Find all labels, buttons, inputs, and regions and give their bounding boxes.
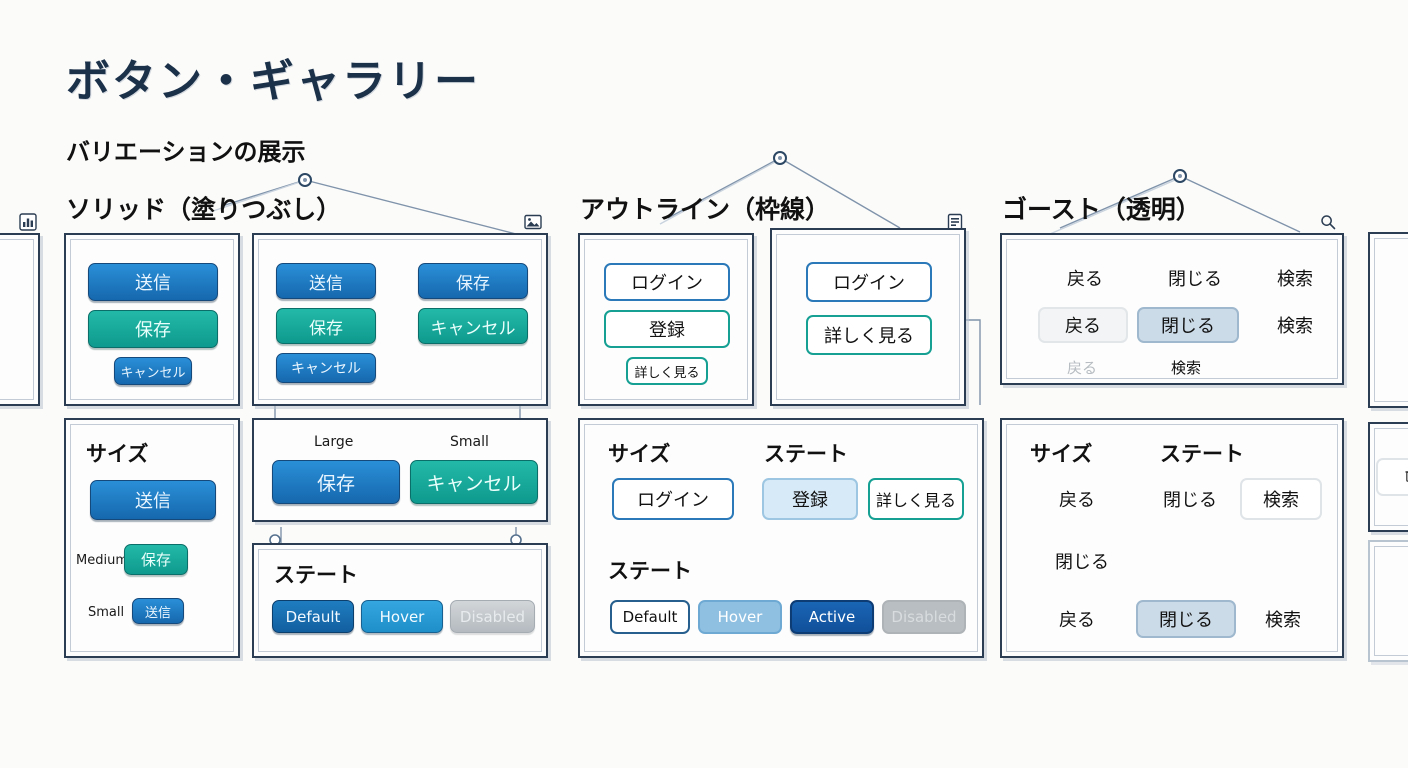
- card-title-size-solid: サイズ: [86, 443, 149, 466]
- button-register[interactable]: 登録: [604, 310, 730, 348]
- button-large-save[interactable]: 保存: [272, 460, 400, 504]
- label-large: Large: [314, 434, 354, 450]
- button-save-2[interactable]: 保存: [276, 308, 376, 344]
- chart-icon: [18, 212, 37, 231]
- label-small: Small: [88, 605, 125, 620]
- button-ghost-state-close[interactable]: 閉じる: [1136, 600, 1236, 638]
- button-ghost-state-back[interactable]: 戻る: [1059, 610, 1095, 631]
- card-title-size-outline: サイズ: [608, 443, 671, 466]
- button-ghost-search[interactable]: 検索: [1277, 269, 1313, 290]
- button-outline-active[interactable]: Active: [790, 600, 874, 634]
- button-ghost-back-soft[interactable]: 戻る: [1038, 307, 1128, 343]
- button-ghost-size-close[interactable]: 閉じる: [1163, 490, 1217, 511]
- button-ghost-search-2[interactable]: 検索: [1277, 316, 1313, 337]
- card-solid-basic: 送信 保存 キャンセル: [64, 233, 240, 406]
- search-icon: [1318, 212, 1337, 231]
- button-outline-disabled: Disabled: [882, 600, 966, 634]
- button-state-hover[interactable]: Hover: [361, 600, 443, 633]
- button-ghost-size-search[interactable]: 検索: [1240, 478, 1322, 520]
- document-icon: [945, 212, 964, 231]
- button-outline-state-details[interactable]: 詳しく見る: [868, 478, 964, 520]
- label-small-2: Small: [450, 434, 489, 450]
- label-medium: Medium: [76, 553, 128, 568]
- card-solid-size: サイズ 送信 Medium 保存 Small 送信: [64, 418, 240, 658]
- card-title-state-outline: ステート: [608, 560, 692, 583]
- button-details[interactable]: 詳しく見る: [626, 357, 708, 385]
- card-offscreen-right-3: [1368, 540, 1408, 662]
- button-size-large-send[interactable]: 送信: [90, 480, 216, 520]
- button-ghost-search-3[interactable]: 検索: [1170, 358, 1201, 377]
- card-title-state-ghost: ステート: [1160, 443, 1244, 466]
- button-details-2[interactable]: 詳しく見る: [806, 315, 932, 355]
- section-title-ghost: ゴースト（透明）: [1002, 196, 1201, 224]
- button-save-3[interactable]: 保存: [418, 263, 528, 299]
- card-solid-state: ステート Default Hover Disabled: [252, 543, 548, 658]
- button-login[interactable]: ログイン: [604, 263, 730, 301]
- button-ghost-close-2[interactable]: 閉じる: [1055, 552, 1109, 573]
- card-outline-large: ログイン 詳しく見る: [770, 228, 966, 406]
- button-outline-state-register[interactable]: 登録: [762, 478, 858, 520]
- card-ghost-basic: 戻る 閉じる 検索 戻る 閉じる 検索 戻る 検索: [1000, 233, 1344, 385]
- button-ghost-close-tint[interactable]: 閉じる: [1137, 307, 1239, 343]
- button-small-cancel[interactable]: キャンセル: [410, 460, 538, 504]
- card-title-state-solid: ステート: [274, 564, 358, 587]
- card-title-size-ghost: サイズ: [1030, 443, 1093, 466]
- button-state-disabled: Disabled: [450, 600, 535, 633]
- button-size-medium-save[interactable]: 保存: [124, 544, 188, 575]
- page-subtitle: バリエーションの展示: [66, 139, 306, 166]
- button-ghost-back-disabled: 戻る: [1066, 358, 1097, 377]
- image-icon: [523, 212, 542, 231]
- button-cancel[interactable]: キャンセル: [114, 357, 192, 385]
- page-title: ボタン・ギャラリー: [66, 57, 480, 106]
- section-title-outline: アウトライン（枠線）: [580, 196, 831, 224]
- button-cancel-2[interactable]: キャンセル: [276, 353, 376, 383]
- card-offscreen-left: [0, 233, 40, 406]
- card-offscreen-right-2: [1368, 422, 1408, 532]
- button-ghost-state-search[interactable]: 検索: [1265, 610, 1301, 631]
- section-title-solid: ソリッド（塗りつぶし）: [66, 196, 342, 224]
- button-state-default[interactable]: Default: [272, 600, 354, 633]
- button-send-2[interactable]: 送信: [276, 263, 376, 299]
- card-solid-grid: 送信 保存 キャンセル 保存 キャンセル: [252, 233, 548, 406]
- button-ghost-close[interactable]: 閉じる: [1168, 269, 1222, 290]
- button-outline-hover[interactable]: Hover: [698, 600, 782, 634]
- card-offscreen-right-1: [1368, 232, 1408, 408]
- button-offscreen-trash[interactable]: [1376, 458, 1408, 496]
- card-ghost-size-state: サイズ ステート 戻る 閉じる 検索 閉じる 戻る 閉じる 検索: [1000, 418, 1344, 658]
- button-outline-size-login[interactable]: ログイン: [612, 478, 734, 520]
- button-login-2[interactable]: ログイン: [806, 262, 932, 302]
- button-cancel-3[interactable]: キャンセル: [418, 308, 528, 344]
- button-outline-default[interactable]: Default: [610, 600, 690, 634]
- card-outline-basic: ログイン 登録 詳しく見る: [578, 233, 754, 406]
- card-solid-largesmall: Large Small 保存 キャンセル: [252, 418, 548, 522]
- button-save[interactable]: 保存: [88, 310, 218, 348]
- card-title-state-outline-top: ステート: [764, 443, 848, 466]
- card-outline-size-state: サイズ ステート ログイン 登録 詳しく見る ステート Default Hove…: [578, 418, 984, 658]
- button-ghost-back[interactable]: 戻る: [1067, 269, 1103, 290]
- button-ghost-size-back[interactable]: 戻る: [1059, 490, 1095, 511]
- button-send[interactable]: 送信: [88, 263, 218, 301]
- button-size-small-send[interactable]: 送信: [132, 598, 184, 624]
- trash-icon: [1404, 468, 1408, 487]
